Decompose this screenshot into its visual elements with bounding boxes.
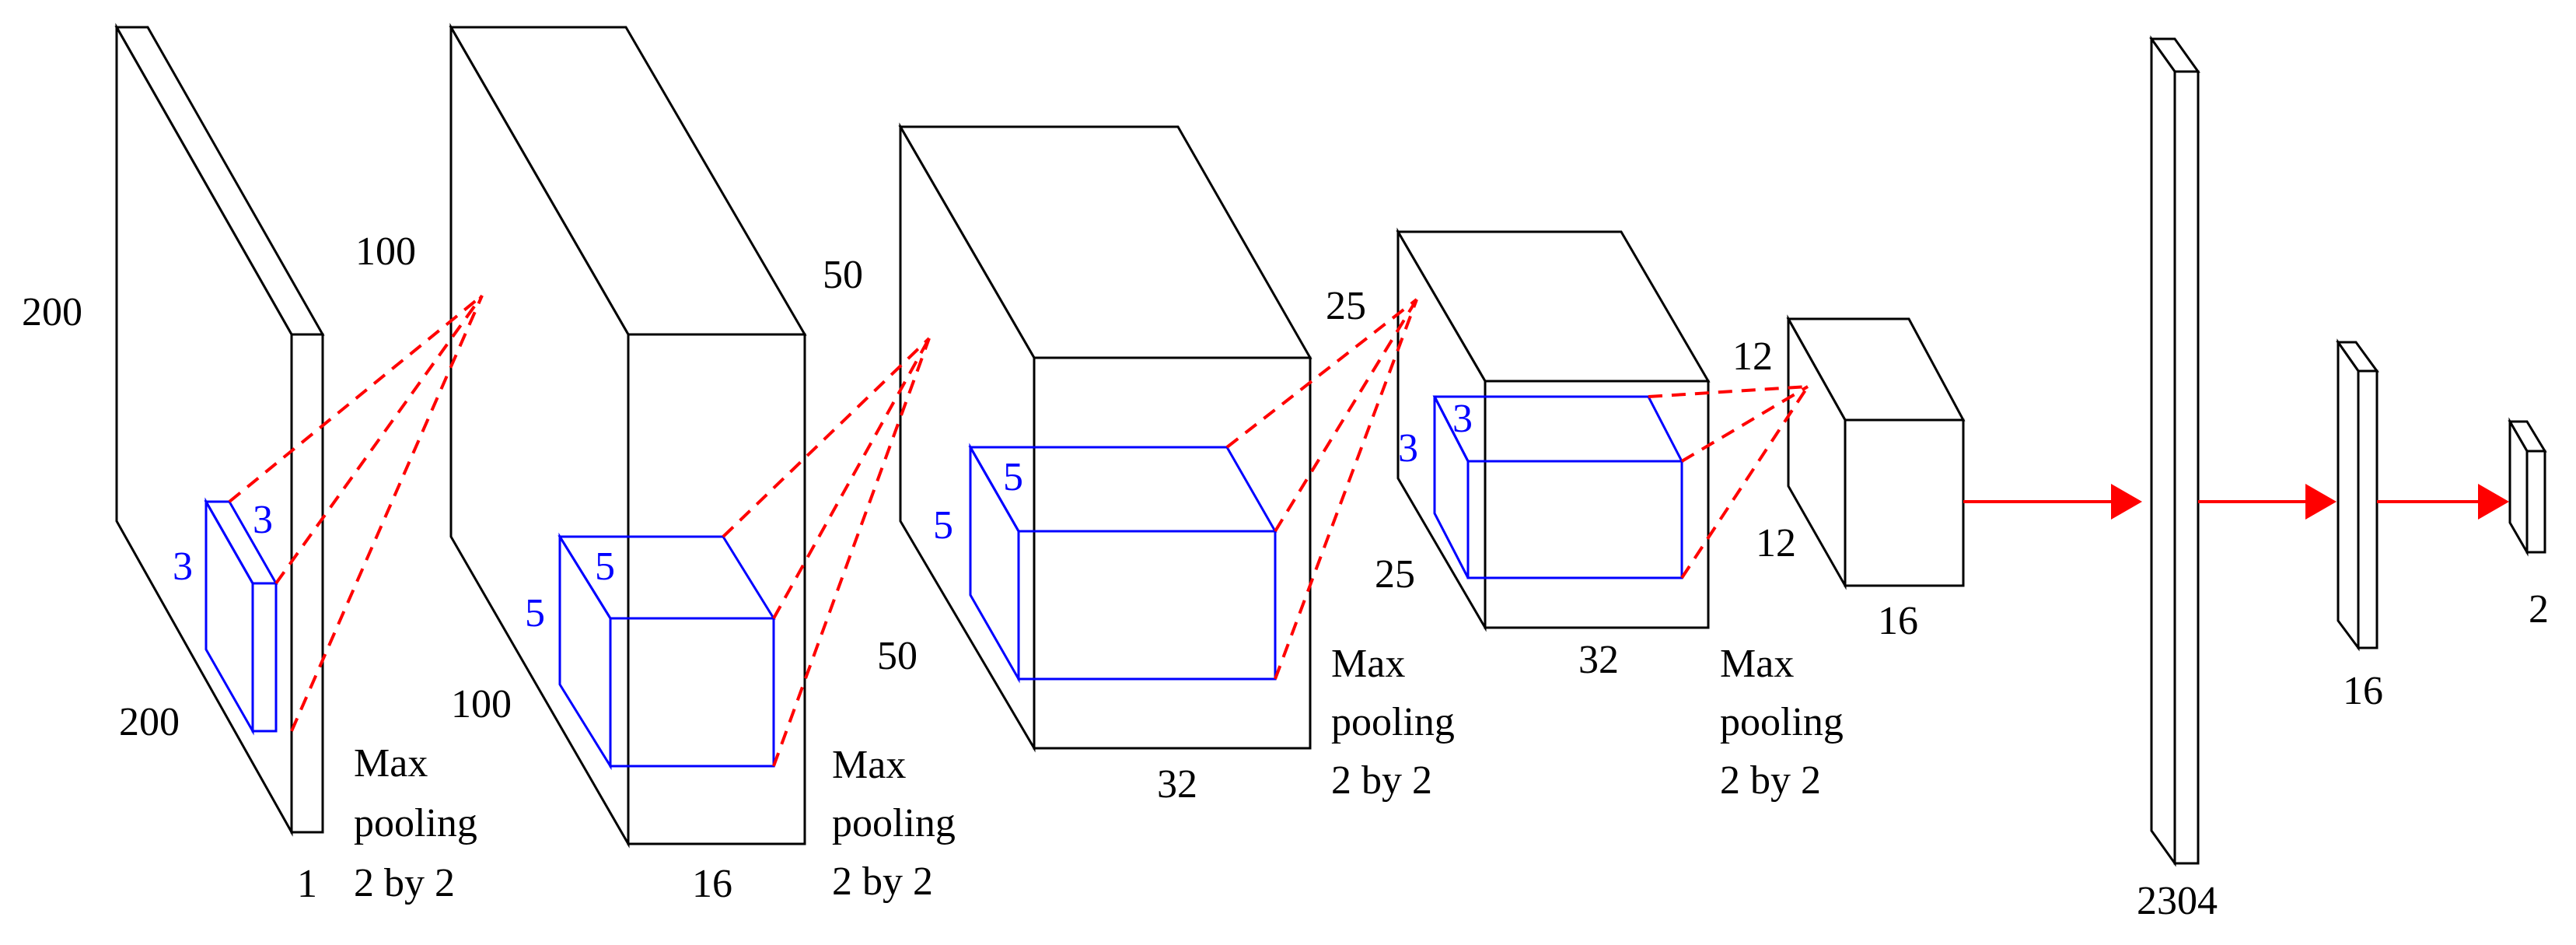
pooling-caption-line: Max: [1720, 642, 1794, 686]
kernel-connectors-2: [722, 337, 931, 767]
pooling-caption-line: 2 by 2: [354, 861, 455, 905]
output-layer-bar: [2508, 417, 2547, 557]
pooling-caption-line: 2 by 2: [1331, 758, 1432, 803]
conv1-height-label: 100: [355, 229, 416, 274]
kernel1-size-label-b: 3: [253, 498, 273, 542]
conv3-height-label: 25: [1326, 284, 1366, 328]
conv3-volume: [1396, 227, 1711, 632]
conv1-width-label: 100: [451, 682, 512, 726]
pooling-caption-line: Max: [1331, 642, 1405, 686]
flatten-units-label: 2304: [2137, 879, 2218, 923]
pooling-caption-4: Max pooling 2 by 2: [1720, 642, 1844, 803]
pooling-caption-line: 2 by 2: [832, 859, 933, 904]
kernel-connectors-1: [228, 294, 484, 732]
conv2-depth-label: 32: [1157, 762, 1197, 807]
conv1-depth-label: 16: [692, 862, 732, 906]
flatten-layer-bar: [2149, 35, 2200, 867]
kernel3-size-label-b: 5: [1003, 455, 1023, 499]
kernel-connectors-4: [1648, 385, 1809, 579]
pooling-caption-1: Max pooling 2 by 2: [354, 741, 477, 905]
pooling-caption-2: Max pooling 2 by 2: [832, 743, 956, 904]
kernel4-size-label-b: 3: [1452, 397, 1473, 441]
conv2-width-label: 50: [877, 634, 918, 678]
conv4-depth-label: 16: [1878, 599, 1918, 643]
pooling-caption-line: pooling: [1720, 700, 1844, 744]
conv3-depth-label: 32: [1578, 638, 1619, 682]
input-layer-volume: [114, 23, 325, 837]
conv4-width-label: 12: [1756, 521, 1796, 565]
arrow-flatten-to-dense: [2198, 484, 2337, 520]
conv1-volume: [449, 23, 807, 849]
kernel2-size-label-b: 5: [595, 544, 615, 589]
output-units-label: 2: [2529, 587, 2549, 632]
pooling-caption-line: pooling: [354, 801, 477, 845]
arrow-conv4-to-flatten: [1963, 484, 2142, 520]
pooling-caption-3: Max pooling 2 by 2: [1331, 642, 1455, 803]
arrow-dense-to-output: [2377, 484, 2509, 520]
kernel1-size-label-a: 3: [173, 544, 193, 589]
pooling-caption-line: 2 by 2: [1720, 758, 1821, 803]
input-depth-label: 1: [297, 862, 317, 906]
kernel4-size-label-a: 3: [1398, 426, 1418, 471]
input-height-label: 200: [22, 290, 82, 334]
conv2-volume: [898, 122, 1312, 753]
kernel3-size-label-a: 5: [933, 503, 953, 548]
conv4-height-label: 12: [1732, 334, 1773, 379]
conv2-height-label: 50: [823, 253, 863, 297]
input-width-label: 200: [119, 700, 180, 744]
pooling-caption-line: pooling: [1331, 700, 1455, 744]
conv4-volume: [1786, 314, 1966, 590]
kernel-connectors-3: [1225, 298, 1418, 680]
pooling-caption-line: Max: [354, 741, 428, 786]
dense-units-label: 16: [2343, 669, 2383, 713]
pooling-caption-line: pooling: [832, 801, 956, 845]
pooling-caption-line: Max: [832, 743, 906, 787]
kernel2-size-label-a: 5: [525, 591, 545, 635]
dense-layer-bar: [2336, 338, 2379, 652]
conv3-width-label: 25: [1375, 552, 1415, 597]
